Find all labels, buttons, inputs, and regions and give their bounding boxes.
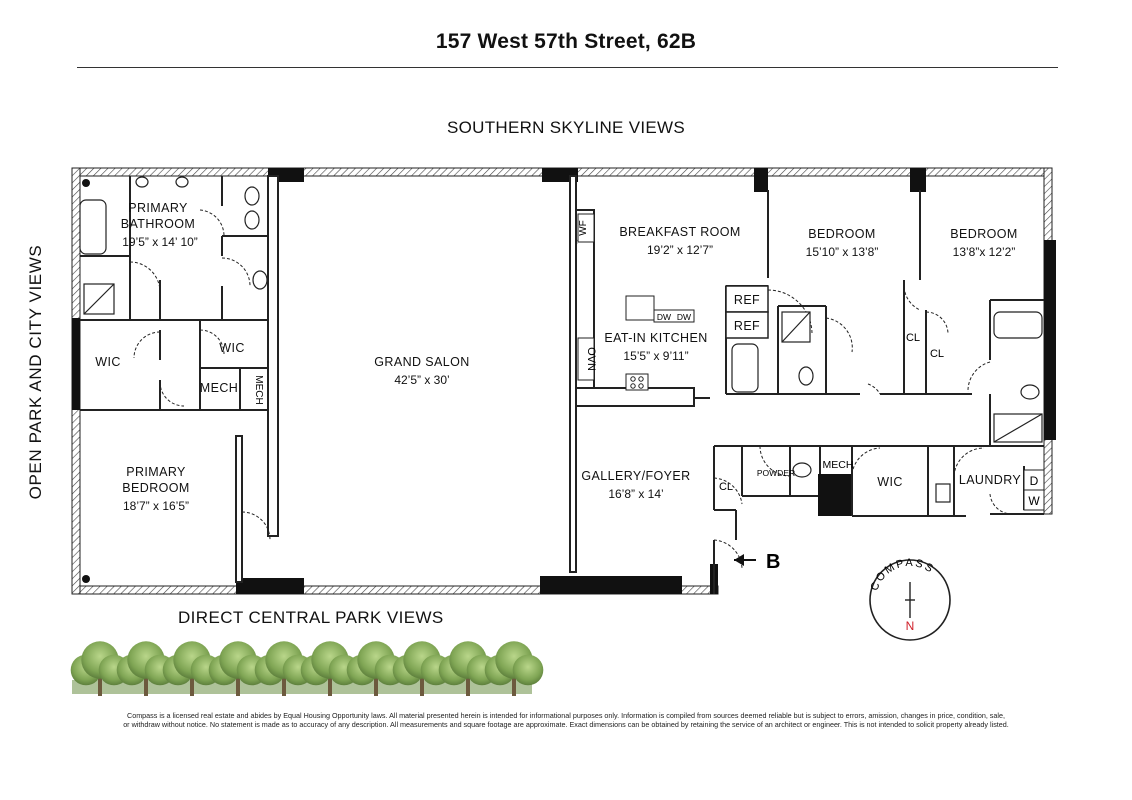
toilet-icon-5 [1020,384,1040,400]
mech-left-label: MECH [200,381,238,395]
washer-label: W [1028,494,1040,508]
primary-bathroom-dim: 19’5” x 14’ 10” [122,235,198,249]
gallery-foyer-label: GALLERY/FOYER [581,469,690,483]
wic-right-label: WIC [877,475,903,489]
structural-columns [72,168,1056,594]
ovn-label: OVN [585,347,597,371]
kitchen-appliances: REF REF WF OVN DW DW D W [577,213,1045,511]
tree-trunk [98,676,102,696]
breakfast-room-label: BREAKFAST ROOM [619,225,740,239]
eat-in-kitchen-label: EAT-IN KITCHEN [604,331,707,345]
closet-label-2: CL [930,348,944,360]
tree-trunk [144,676,148,696]
primary-bedroom-label-1: PRIMARY [126,465,186,479]
primary-bedroom-dim: 18’7” x 16’5” [123,499,189,513]
tree-trunk [282,676,286,696]
bedroom-3-dim: 13’8”x 12’2” [953,245,1016,259]
primary-tub-icon [79,199,107,255]
disclaimer-line-2: or withdraw without notice. No statement… [123,720,1009,729]
sink-icon-2 [175,176,189,188]
toilet-icon [244,186,260,206]
grand-salon-label: GRAND SALON [374,355,469,369]
tree-trunk [512,676,516,696]
primary-bathroom-label-2: BATHROOM [121,217,196,231]
primary-bedroom-label-2: BEDROOM [122,481,189,495]
entry-label: B [766,551,780,573]
compass-icon: COMPASS N [868,557,951,641]
breakfast-room-dim: 19’2” x 12’7” [647,243,713,257]
room-labels: PRIMARY BATHROOM 19’5” x 14’ 10” WIC WIC… [95,201,1021,513]
sink-icon [135,176,149,188]
tree-trunk [328,676,332,696]
eat-in-kitchen-dim: 15’5” x 9’11” [623,349,688,363]
listing-title: 157 West 57th Street, 62B [435,30,697,53]
tree-trunk [466,676,470,696]
toilet-icon-6 [792,462,812,478]
tree-trunk [236,676,240,696]
mech-vertical-label: MECH [253,375,264,404]
dryer-label: D [1030,474,1039,488]
wic-left-label: WIC [95,355,121,369]
cooktop-icon [625,373,649,391]
tree-illustration [70,641,544,696]
laundry-label: LAUNDRY [959,473,1022,487]
mech-right-label: MECH [823,459,854,471]
dw-label-1: DW [657,312,671,322]
bedroom-2-dim: 15’10” x 13’8” [806,245,879,259]
view-label-top: SOUTHERN SKYLINE VIEWS [446,118,686,137]
entry-marker: B [734,551,780,573]
primary-bathroom-label-1: PRIMARY [128,201,188,215]
tree-trunk [374,676,378,696]
grand-salon-dim: 42’5” x 30’ [394,373,449,387]
bedroom-2-label: BEDROOM [808,227,875,241]
tub-icon-2 [993,311,1043,339]
tree-canopy [512,654,544,686]
gallery-foyer-dim: 16’8” x 14’ [608,487,663,501]
tub-icon [731,343,759,393]
powder-label: POWDER [757,468,795,478]
bath-fixtures [79,176,1043,503]
laundry-sink-icon [935,483,951,503]
ref-label-1: REF [734,293,760,307]
compass-north-label: N [906,619,915,633]
wf-label: WF [578,220,589,236]
tree-trunk [420,676,424,696]
disclaimer-line-1: Compass is a licensed real estate and ab… [127,711,1005,720]
bedroom-3-label: BEDROOM [950,227,1017,241]
ref-label-2: REF [734,319,760,333]
closet-label-3: CL [719,481,733,493]
toilet-icon-4 [798,366,814,386]
title-divider [77,67,1058,68]
tree-trunk [190,676,194,696]
toilet-icon-3 [252,270,268,290]
legal-disclaimer: Compass is a licensed real estate and ab… [0,711,1132,729]
wic-mid-label: WIC [219,341,245,355]
dw-label-2: DW [677,312,691,322]
view-label-bottom: DIRECT CENTRAL PARK VIEWS [178,608,444,627]
toilet-icon-2 [244,210,260,230]
closet-label-1: CL [906,332,920,344]
